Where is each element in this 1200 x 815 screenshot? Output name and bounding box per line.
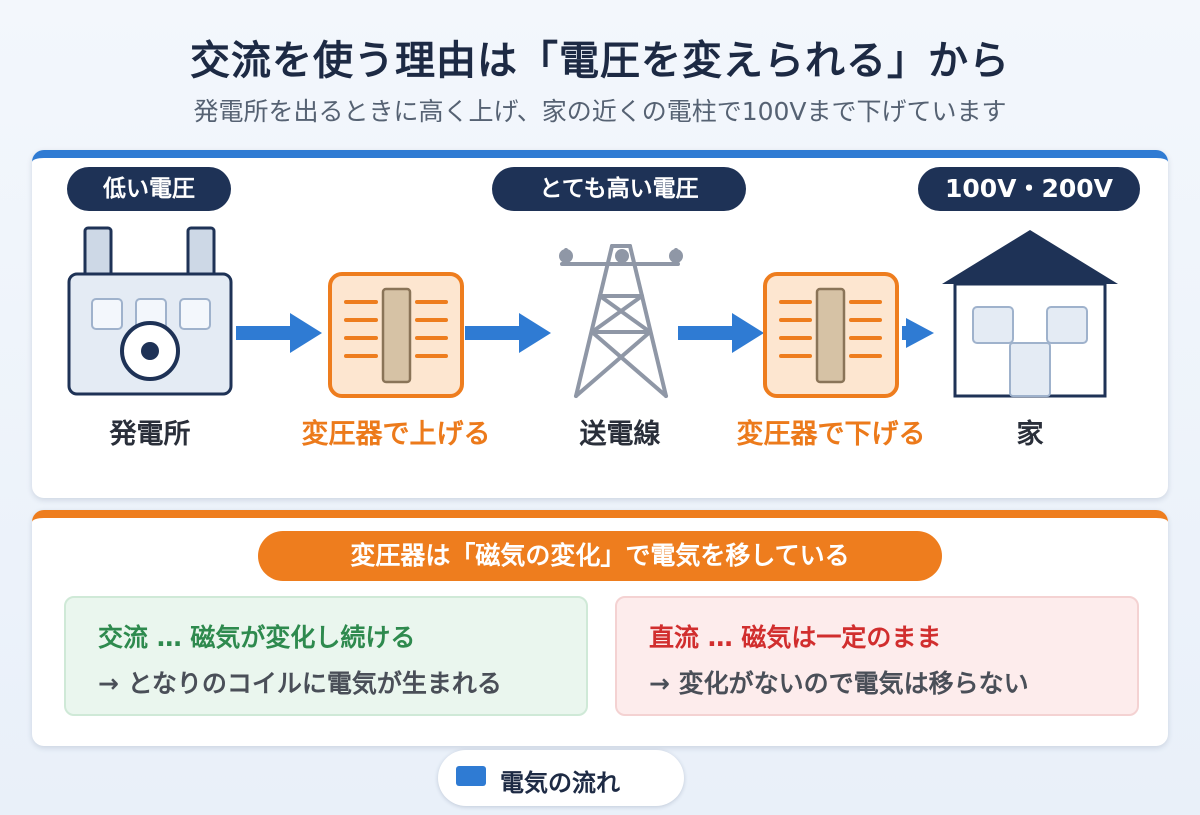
transmission-tower-icon <box>559 244 683 398</box>
dc-heading: 直流 … 磁気は一定のまま <box>649 623 942 652</box>
page-title: 交流を使う理由は「電圧を変えられる」から <box>190 38 1010 84</box>
stage-label-power-plant: 発電所 <box>109 419 191 450</box>
stage-label-step-up: 変圧器で上げる <box>301 419 491 450</box>
voltage-low-pill: 低い電圧 <box>67 167 231 211</box>
page-subtitle: 発電所を出るときに高く上げ、家の近くの電柱で100Vまで下げています <box>193 97 1007 126</box>
voltage-home-pill: 100V・200V <box>918 167 1140 211</box>
ac-heading: 交流 … 磁気が変化し続ける <box>98 623 416 652</box>
power-plant-icon <box>67 226 233 396</box>
ac-detail: → となりのコイルに電気が生まれる <box>98 669 502 698</box>
voltage-high-pill: とても高い電圧 <box>492 167 746 211</box>
stage-label-step-down: 変圧器で下げる <box>736 419 926 450</box>
principle-banner: 変圧器は「磁気の変化」で電気を移している <box>258 531 942 581</box>
dc-detail: → 変化がないので電気は移らない <box>649 669 1029 698</box>
house-icon <box>942 230 1118 398</box>
legend: 電気の流れ <box>438 750 684 806</box>
legend-swatch <box>456 766 486 786</box>
flow-arrows <box>236 313 934 353</box>
stage-label-transmission-line: 送電線 <box>579 419 661 450</box>
legend-label: 電気の流れ <box>500 769 620 797</box>
stage-label-house: 家 <box>1016 419 1044 450</box>
dc-box: 直流 … 磁気は一定のまま → 変化がないので電気は移らない <box>615 596 1139 716</box>
transformer-down-icon <box>763 272 899 398</box>
transformer-up-icon <box>328 272 464 398</box>
ac-box: 交流 … 磁気が変化し続ける → となりのコイルに電気が生まれる <box>64 596 588 716</box>
